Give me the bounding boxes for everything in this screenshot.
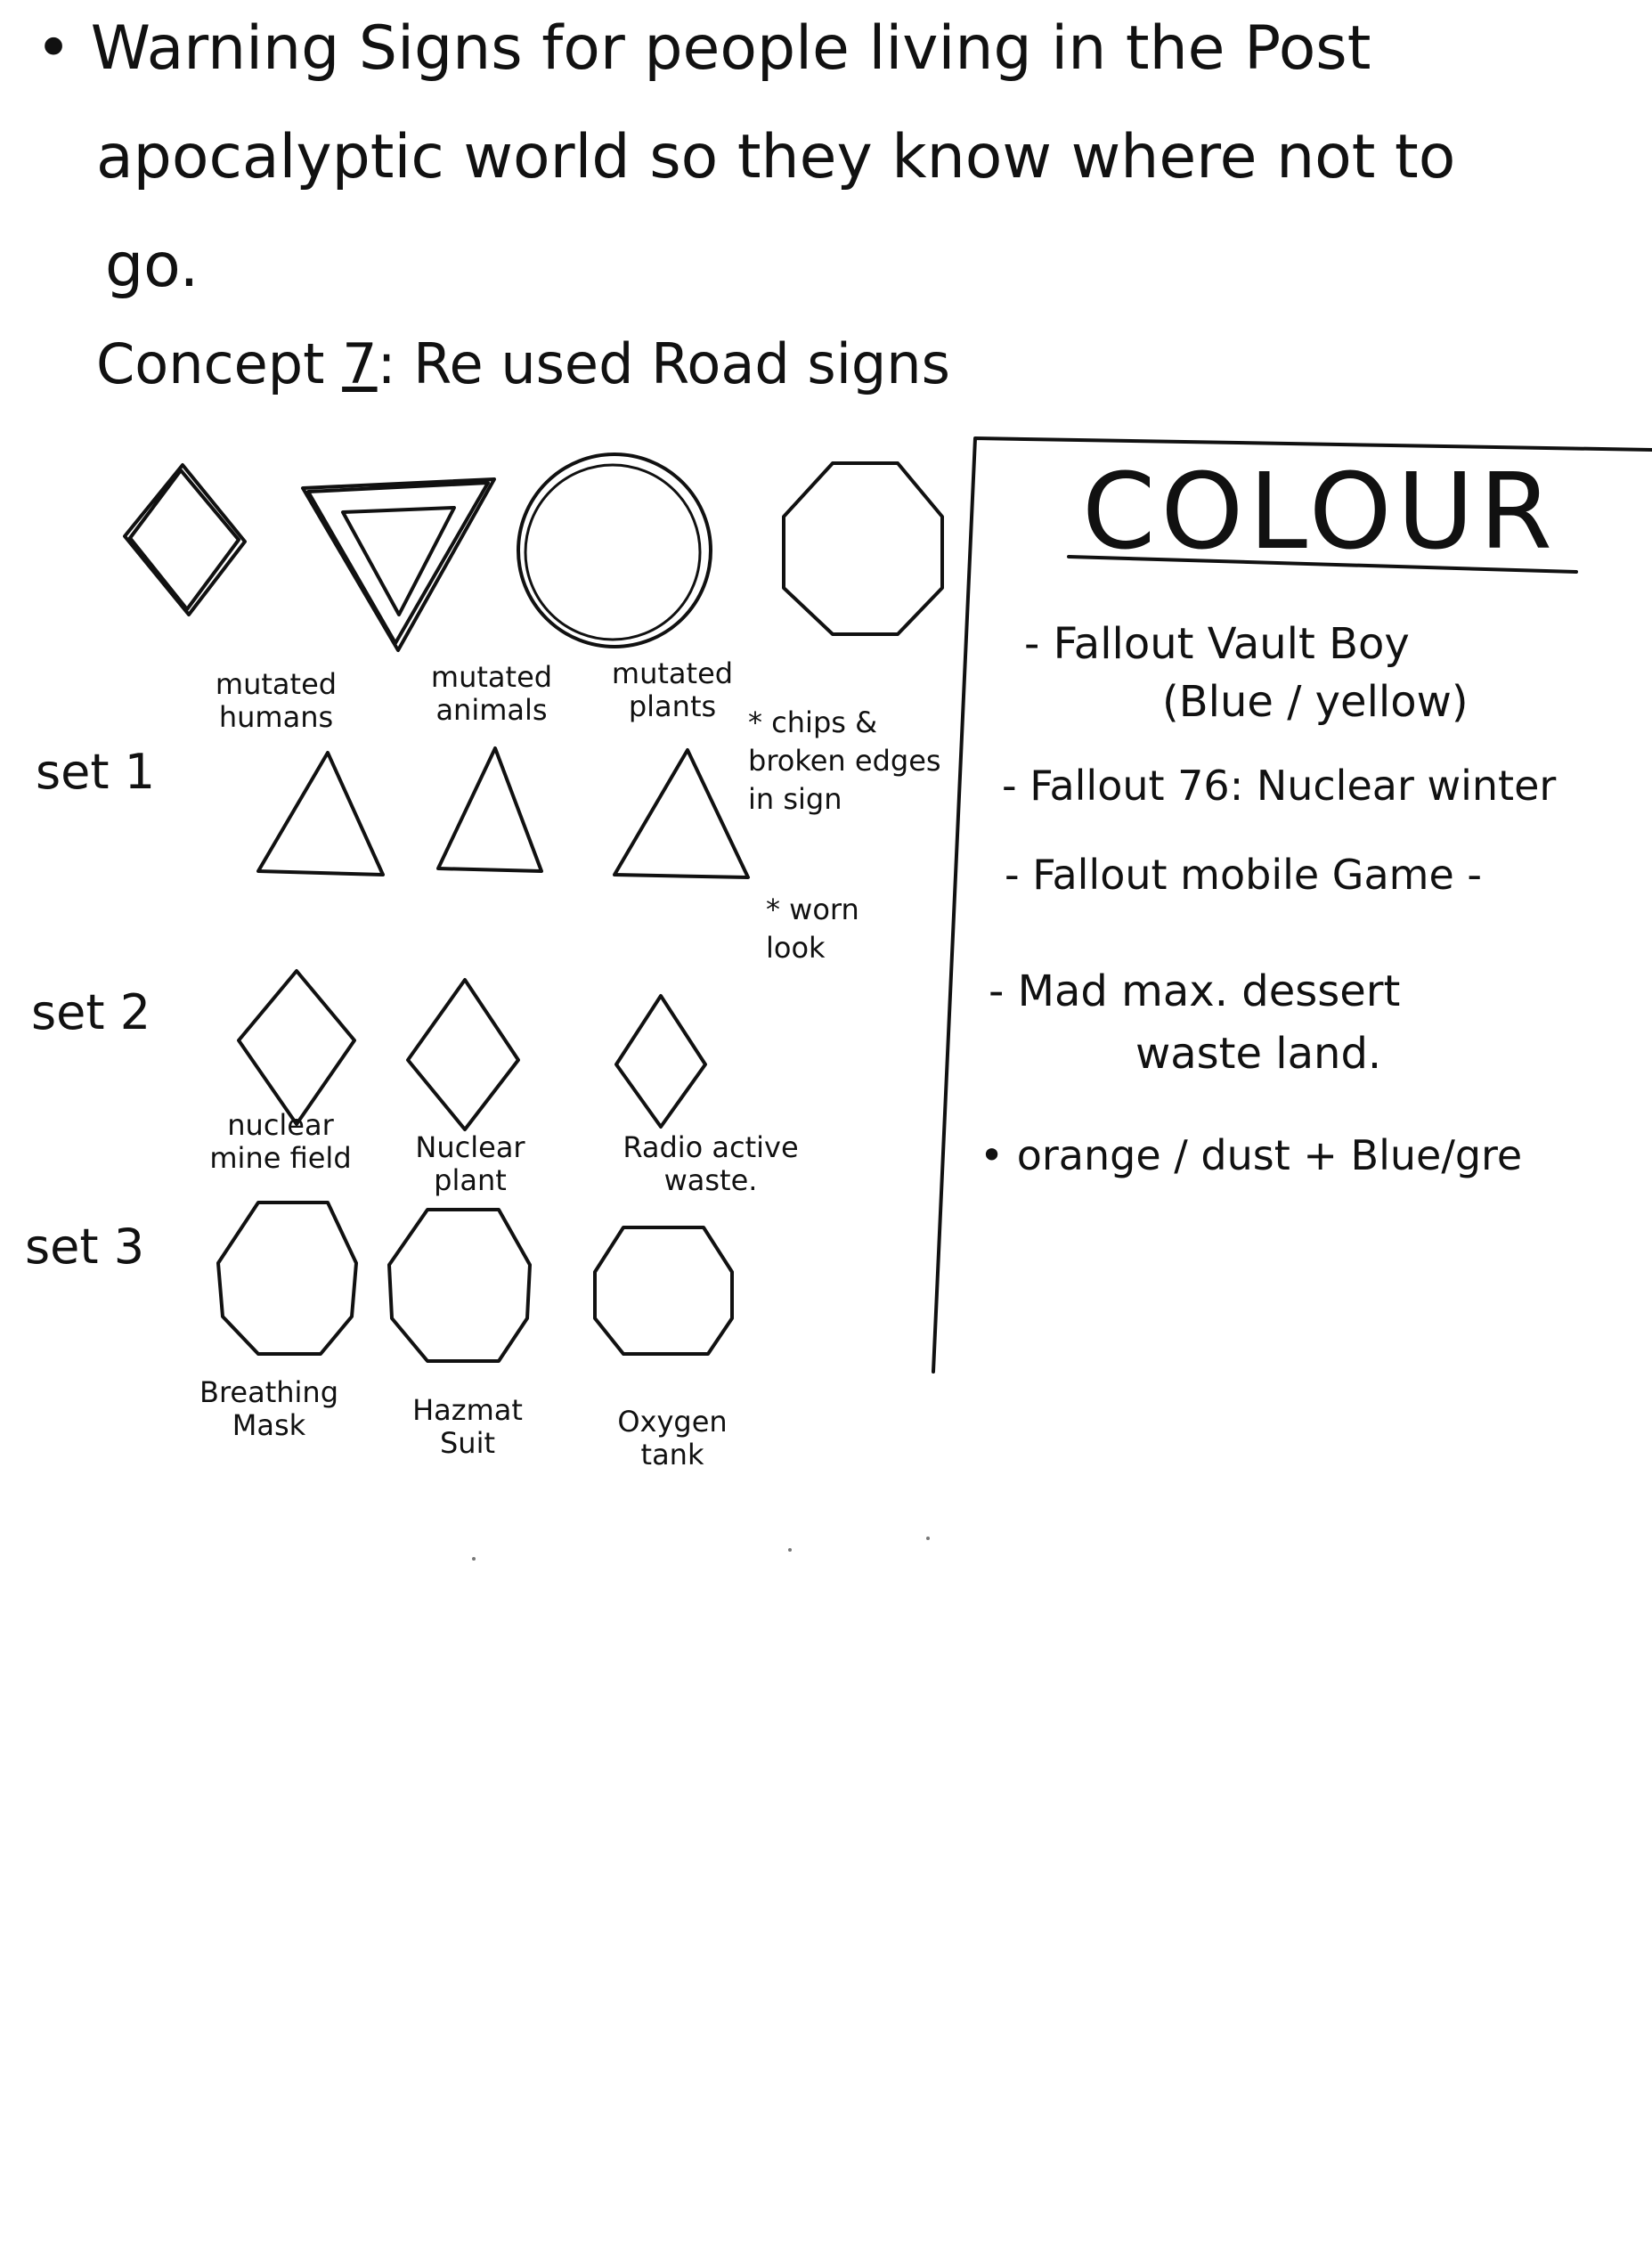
stray-dot: [472, 1557, 476, 1561]
set3-octagon-1-shape: [216, 1201, 358, 1356]
set3-label-breathing-mask: Breathing Mask: [199, 1375, 339, 1442]
header-line-1: • Warning Signs for people living in the…: [36, 13, 1371, 84]
top-diamond-shape: [123, 463, 247, 616]
set-3-label: set 3: [25, 1219, 145, 1275]
set1-triangle-3-shape: [613, 748, 750, 879]
set2-label-radio-active-waste: Radio active waste.: [623, 1130, 799, 1197]
top-triangle-outer-shape: [301, 477, 496, 652]
set2-label-nuclear-plant: Nuclear plant: [415, 1130, 525, 1197]
note-worn-look: * worn look: [766, 893, 859, 966]
colour-title: COLOUR: [1082, 450, 1558, 573]
colour-item-blue-yellow: (Blue / yellow): [1162, 677, 1469, 727]
top-label-mutated-plants: mutated plants: [611, 656, 734, 723]
top-circle-shape: [517, 452, 712, 648]
set3-label-oxygen-tank: Oxygen tank: [617, 1405, 728, 1472]
colour-item-vault-boy: - Fallout Vault Boy: [1024, 619, 1410, 669]
note-chips-broken-edges: * chips & broken edges in sign: [748, 705, 941, 817]
set-2-label: set 2: [31, 984, 151, 1040]
top-label-mutated-animals: mutated animals: [430, 660, 553, 727]
colour-item-orange-dust: • orange / dust + Blue/gre: [980, 1131, 1523, 1179]
colour-item-fallout-76: - Fallout 76: Nuclear winter: [1002, 762, 1557, 810]
concept-heading: Concept 7: Re used Road signs: [96, 331, 950, 396]
set1-triangle-2-shape: [436, 746, 543, 873]
top-label-mutated-humans: mutated humans: [215, 667, 338, 734]
colour-item-waste-land: waste land.: [1135, 1029, 1382, 1079]
set3-label-hazmat-suit: Hazmat Suit: [412, 1393, 523, 1460]
colour-item-mobile-game: - Fallout mobile Game -: [1005, 851, 1482, 899]
stray-dot: [926, 1537, 930, 1540]
set1-triangle-1-shape: [256, 751, 385, 876]
top-octagon-shape: [782, 461, 944, 636]
concept-number: 7: [342, 331, 378, 396]
header-line-2: apocalyptic world so they know where not…: [96, 122, 1456, 192]
concept-suffix: : Re used Road signs: [377, 331, 950, 396]
set3-octagon-3-shape: [593, 1226, 734, 1356]
set-1-label: set 1: [36, 744, 156, 800]
set2-diamond-3-shape: [614, 994, 707, 1129]
set2-diamond-2-shape: [406, 978, 520, 1131]
top-triangle-inner-shape: [341, 506, 456, 616]
top-circle-inner-shape: [524, 463, 702, 641]
set2-label-nuclear-mine-field: nuclear mine field: [209, 1108, 352, 1175]
stray-dot: [788, 1548, 792, 1552]
colour-panel-border: [932, 436, 1652, 1374]
set3-octagon-2-shape: [387, 1208, 532, 1363]
set2-diamond-1-shape: [237, 969, 356, 1126]
concept-prefix: Concept: [96, 331, 343, 396]
colour-item-mad-max: - Mad max. dessert: [989, 966, 1401, 1016]
header-line-3: go.: [105, 231, 199, 301]
